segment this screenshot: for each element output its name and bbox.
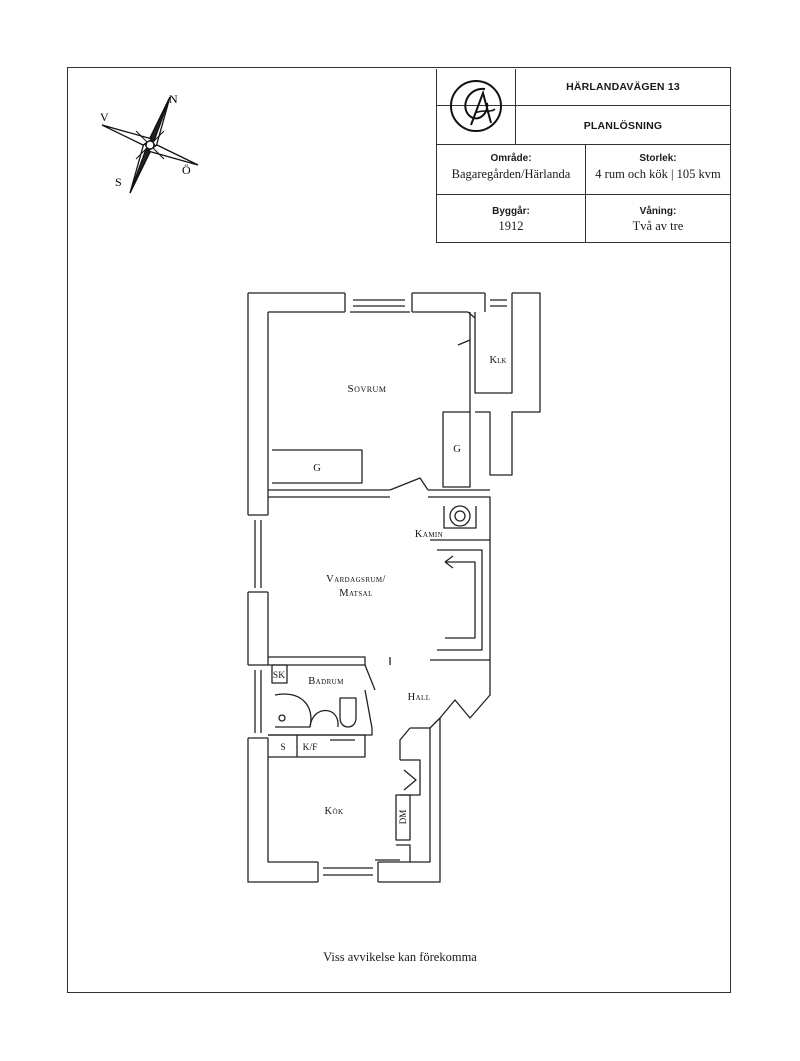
room-g1: G xyxy=(313,463,321,474)
room-dm: DM xyxy=(398,810,408,825)
area-label: Område: xyxy=(490,153,532,164)
compass-o: Ö xyxy=(182,163,191,177)
compass-rose-icon: N V S Ö xyxy=(100,92,199,194)
doc-type: PLANLÖSNING xyxy=(583,120,663,132)
room-vardagsrum: Vardagsrum/ xyxy=(326,574,386,585)
info-table: HÄRLANDAVÄGEN 13 PLANLÖSNING Område: Bag… xyxy=(436,69,731,243)
logo xyxy=(437,69,515,144)
room-sovrum: Sovrum xyxy=(348,383,387,395)
compass-v: V xyxy=(100,110,109,124)
room-kf: K/F xyxy=(303,743,318,753)
built-label: Byggår: xyxy=(492,206,530,217)
compass-s: S xyxy=(115,175,122,189)
room-sk: SK xyxy=(273,671,285,681)
disclaimer-note: Viss avvikelse kan förekomma xyxy=(323,950,477,964)
logo-monogram-icon xyxy=(450,80,502,132)
compass-n: N xyxy=(169,92,178,106)
size-value: 4 rum och kök | 105 kvm xyxy=(595,167,721,181)
room-matsal: Matsal xyxy=(339,588,373,599)
room-klk: Klk xyxy=(490,355,507,366)
size-label: Storlek: xyxy=(639,153,677,164)
built-value: 1912 xyxy=(498,219,524,233)
page-frame xyxy=(67,67,731,993)
room-g2: G xyxy=(453,444,461,455)
room-hall: Hall xyxy=(408,692,431,703)
floor-value: Två av tre xyxy=(632,219,684,233)
room-badrum: Badrum xyxy=(308,676,344,687)
room-kamin: Kamin xyxy=(415,529,443,540)
floor-label: Våning: xyxy=(639,206,677,217)
area-value: Bagaregården/Härlanda xyxy=(451,167,571,181)
address-title: HÄRLANDAVÄGEN 13 xyxy=(566,81,680,93)
room-s: S xyxy=(280,743,285,753)
room-kok: Kök xyxy=(325,806,344,817)
